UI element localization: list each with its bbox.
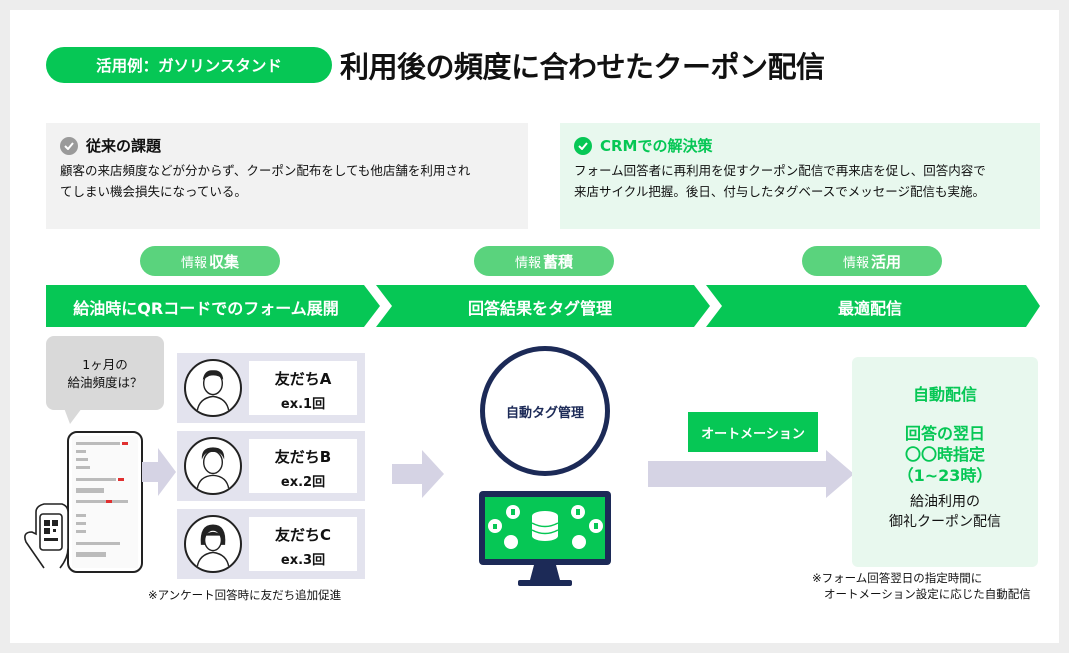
friend-info: 友だちA ex.1回	[249, 361, 357, 415]
result-timing: （1~23時）	[897, 466, 993, 485]
check-icon	[60, 136, 78, 155]
bubble-line: 給油頻度は？	[67, 375, 143, 390]
usecase-pill: 活用例：ガソリンスタンド	[46, 47, 332, 83]
auto-tag-circle: 自動タグ管理	[480, 346, 610, 476]
step-band	[46, 285, 1040, 327]
result-box: 自動配信 回答の翌日 〇〇時指定 （1~23時） 給油利用の 御礼クーポン配信	[852, 357, 1038, 567]
problem-line: 顧客の来店頻度などが分からず、クーポン配布をしても他店舗を利用され	[60, 163, 471, 178]
result-note-line: ※フォーム回答翌日の指定時間に	[812, 571, 983, 585]
friend-name: 友だちB	[274, 448, 332, 466]
avatar	[184, 359, 242, 417]
friend-info: 友だちC ex.3回	[249, 517, 357, 571]
friend-frequency: ex.1回	[280, 397, 326, 412]
tag-collect: 情報収集	[140, 246, 280, 276]
step-label-2: 回答結果をタグ管理	[467, 299, 612, 318]
friend-card: 友だちC ex.3回	[177, 509, 365, 579]
solution-line: フォーム回答者に再利用を促すクーポン配信で再来店を促し、回答内容で	[574, 163, 986, 178]
avatar	[184, 515, 242, 573]
result-note: ※フォーム回答翌日の指定時間に オートメーション設定に応じた自動配信	[812, 570, 1031, 602]
friends-note: ※アンケート回答時に友だち追加促進	[148, 588, 342, 602]
result-note-line: オートメーション設定に応じた自動配信	[824, 587, 1031, 601]
friend-name: 友だちA	[274, 370, 332, 388]
problem-text: 顧客の来店頻度などが分からず、クーポン配布をしても他店舗を利用され てしまい機会…	[60, 160, 470, 202]
automation-label: オートメーション	[688, 412, 818, 452]
step-chevron-2	[376, 285, 710, 327]
arrow-right-icon	[392, 450, 444, 498]
solution-line: 来店サイクル把握。後日、付与したタグベースでメッセージ配信も実施。	[574, 184, 986, 199]
tag-store: 情報蓄積	[474, 246, 614, 276]
solution-title-text: CRMでの解決策	[600, 137, 713, 155]
step-chevron-1	[46, 285, 380, 327]
bubble-line: 1ヶ月の	[82, 357, 128, 372]
arrow-right-icon	[648, 450, 854, 498]
friend-frequency: ex.2回	[280, 475, 326, 490]
solution-box: CRMでの解決策 フォーム回答者に再利用を促すクーポン配信で再来店を促し、回答内…	[560, 123, 1040, 229]
friend-card: 友だちA ex.1回	[177, 353, 365, 423]
tag-prefix: 情報	[514, 255, 541, 271]
problem-title: 従来の課題	[60, 135, 161, 156]
solution-title: CRMでの解決策	[574, 135, 713, 156]
result-desc: 御礼クーポン配信	[889, 514, 1001, 530]
tag-strong: 収集	[209, 252, 240, 271]
problem-line: てしまい機会損失になっている。	[60, 184, 247, 199]
question-bubble: 1ヶ月の 給油頻度は？	[46, 336, 164, 410]
tag-strong: 活用	[871, 252, 902, 271]
step-label-3: 最適配信	[837, 299, 902, 318]
database-monitor-illustration	[479, 491, 611, 586]
solution-text: フォーム回答者に再利用を促すクーポン配信で再来店を促し、回答内容で 来店サイクル…	[574, 160, 986, 202]
tag-prefix: 情報	[842, 255, 869, 271]
friend-name: 友だちC	[274, 526, 331, 544]
avatar	[184, 437, 242, 495]
tag-use: 情報活用	[802, 246, 942, 276]
tag-prefix: 情報	[180, 255, 207, 271]
result-desc: 給油利用の	[910, 494, 980, 510]
problem-title-text: 従来の課題	[86, 137, 162, 155]
problem-box: 従来の課題 顧客の来店頻度などが分からず、クーポン配布をしても他店舗を利用され …	[46, 123, 528, 229]
phone-form-illustration	[24, 431, 143, 573]
step-label-1: 給油時にQRコードでのフォーム展開	[73, 299, 339, 318]
check-icon	[574, 136, 592, 155]
result-timing: 〇〇時指定	[904, 445, 985, 464]
friend-info: 友だちB ex.2回	[249, 439, 357, 493]
arrow-right-icon	[142, 448, 176, 496]
friend-frequency: ex.3回	[280, 553, 326, 568]
bubble-tail	[64, 408, 82, 424]
page-title: 利用後の頻度に合わせたクーポン配信	[340, 50, 825, 84]
result-title: 自動配信	[912, 385, 977, 404]
step-chevron-3	[706, 285, 1040, 327]
result-timing: 回答の翌日	[904, 424, 985, 443]
tag-strong: 蓄積	[543, 252, 574, 271]
friend-card: 友だちB ex.2回	[177, 431, 365, 501]
